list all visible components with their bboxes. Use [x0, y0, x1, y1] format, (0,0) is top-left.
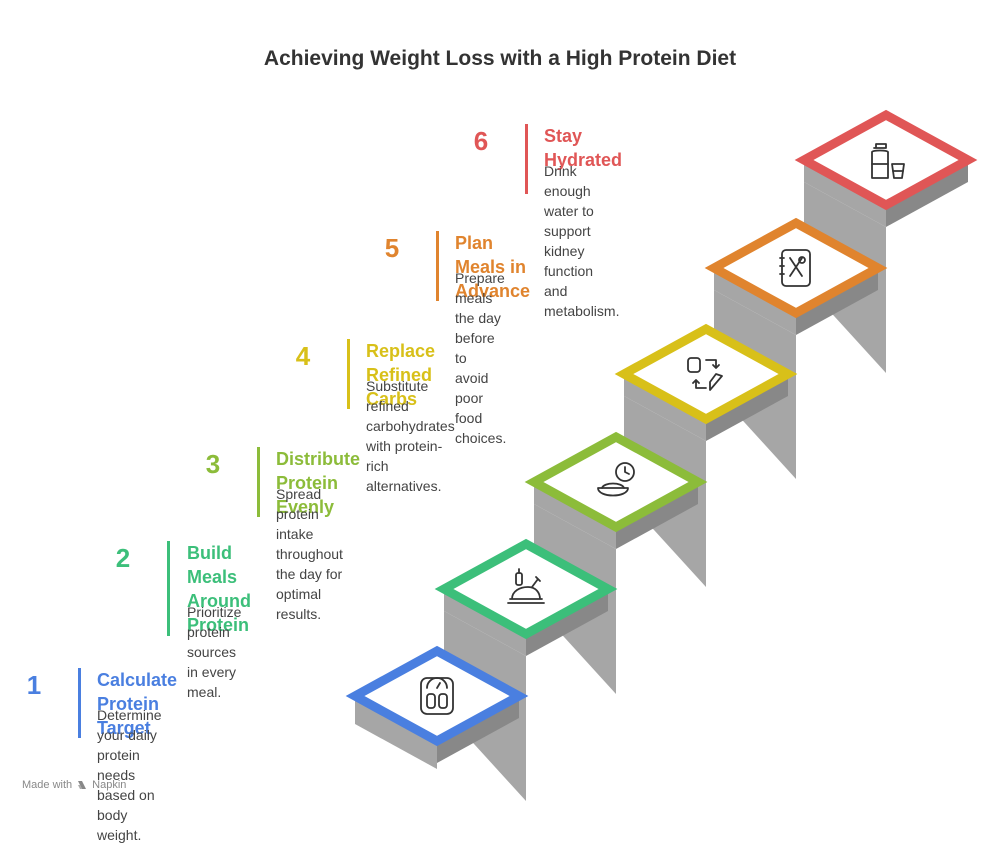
- meal-planner-icon: [779, 249, 811, 287]
- brand-label: Napkin: [92, 779, 127, 791]
- stair-side: [706, 374, 788, 441]
- swap-food-icon: [687, 357, 723, 391]
- step-number: 6: [473, 126, 489, 156]
- step-number: 3: [205, 449, 221, 479]
- step-title-line: Calculate Protein Target: [97, 670, 178, 738]
- step-description-line: Drink enough water to support: [544, 163, 594, 239]
- step-description-line: the day for optimal results.: [276, 566, 343, 622]
- step-title-line: Build Meals Around: [187, 543, 251, 611]
- step-description-line: Determine your daily protein needs: [97, 707, 162, 783]
- step-divider: [347, 339, 350, 409]
- stair-side: [526, 589, 608, 656]
- step-number: 1: [26, 670, 42, 700]
- step-title-line: Replace Refined Carbs: [366, 341, 436, 409]
- step-title-line: Protein: [187, 615, 250, 635]
- step-title-line: Plan Meals in Advance: [455, 233, 531, 301]
- step-number: 2: [115, 543, 131, 573]
- step-title: Stay Hydrated: [544, 124, 622, 172]
- stair-front: [624, 374, 706, 441]
- page-title: Achieving Weight Loss with a High Protei…: [263, 47, 737, 70]
- step-description-line: Substitute refined carbohydrates: [366, 378, 455, 434]
- step-divider: [525, 124, 528, 194]
- step-divider: [78, 668, 81, 738]
- staircase: [345, 109, 978, 801]
- stair-side: [616, 482, 698, 549]
- napkin-logo-icon: [78, 781, 87, 789]
- step-platform: [524, 431, 708, 533]
- water-bottle-icon: [871, 143, 905, 179]
- step-platform: [434, 538, 618, 640]
- step-title: Replace Refined Carbs: [366, 339, 435, 411]
- step-platform: [614, 323, 798, 425]
- stair-front: [355, 696, 437, 763]
- stair-front: [714, 268, 796, 335]
- footer: Made with Napkin: [22, 779, 126, 791]
- step-number: 4: [295, 341, 311, 371]
- step-title: Plan Meals in Advance: [455, 231, 530, 303]
- stair-side: [796, 268, 878, 335]
- step-divider: [436, 231, 439, 301]
- step-description: Prioritize protein sources in every meal.: [187, 602, 241, 702]
- step-platform: [345, 645, 529, 747]
- stair-front: [804, 160, 886, 227]
- step-number: 5: [384, 233, 400, 263]
- step-divider: [167, 541, 170, 636]
- stair-step-1: [345, 645, 529, 769]
- step-title-line: Distribute Protein Evenly: [276, 449, 361, 517]
- step-description-line: Prepare meals the day before to: [455, 270, 505, 366]
- roast-chicken-icon: [507, 568, 545, 604]
- step-description-line: Spread protein intake throughout: [276, 486, 343, 562]
- stair-front: [444, 589, 526, 656]
- made-with-label: Made with: [22, 779, 73, 791]
- stair-side: [437, 696, 519, 763]
- step-description-line: with protein-rich alternatives.: [366, 438, 443, 494]
- step-description-line: kidney function and metabolism.: [544, 243, 620, 319]
- step-title: Calculate Protein Target: [97, 668, 177, 740]
- step-title: Distribute Protein Evenly: [276, 447, 360, 519]
- timed-bowl-icon: [597, 462, 635, 497]
- step-description-line: based on body weight.: [97, 787, 155, 843]
- step-description-line: meal.: [187, 684, 222, 700]
- stair-front: [534, 482, 616, 549]
- step-title-line: Stay Hydrated: [544, 126, 623, 170]
- step-description-line: avoid poor food choices.: [455, 370, 507, 446]
- step-divider: [257, 447, 260, 517]
- step-description-line: Prioritize protein sources in every: [187, 604, 242, 680]
- stair-side: [886, 160, 968, 227]
- step-platform: [794, 109, 978, 211]
- scale-icon: [420, 677, 454, 715]
